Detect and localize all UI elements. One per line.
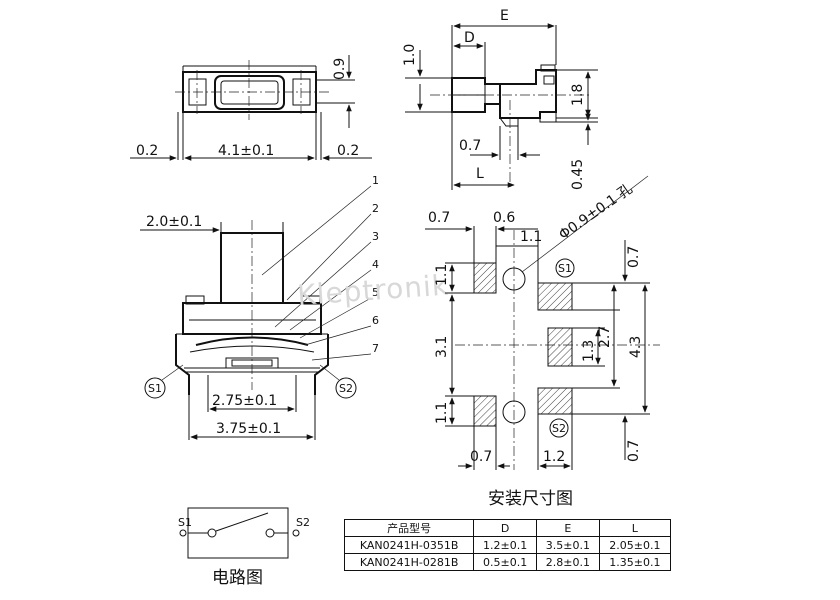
pad-left-bottom	[473, 395, 497, 427]
pad-right-bottom	[537, 387, 573, 415]
side-view-top-thickness: 1.0	[402, 44, 418, 66]
header-l: L	[598, 519, 672, 537]
table-cell: 1.2±0.1	[473, 536, 537, 554]
watermark: Kleptronik	[296, 268, 450, 312]
side-view-d: D	[464, 30, 475, 46]
table-cell: KAN0241H-0351B	[343, 536, 475, 554]
section-inner-width: 2.75±0.1	[212, 393, 277, 409]
part-label-7: 7	[372, 342, 379, 355]
table-cell: 3.5±0.1	[535, 536, 600, 554]
mount-bottom-pad: 0.7	[626, 440, 642, 462]
spec-table: 产品型号 D E L KAN0241H-0351B 1.2±0.1 3.5±0.…	[343, 519, 672, 571]
section-s1-label: S1	[148, 382, 162, 395]
mount-bottom-right: 1.2	[543, 449, 565, 465]
mount-total: 4.3	[628, 336, 644, 358]
mount-pitch: 2.7	[597, 326, 613, 348]
mount-top-pad: 0.7	[626, 246, 642, 268]
side-view-offset: 0.7	[459, 138, 481, 154]
circuit-diagram: S1 S2	[178, 507, 310, 559]
mount-s1-label: S1	[558, 262, 572, 275]
table-cell: KAN0241H-0281B	[343, 553, 475, 571]
spec-table-header: 产品型号 D E L	[343, 519, 672, 537]
table-cell: 0.5±0.1	[473, 553, 537, 571]
pad-right-top	[537, 282, 573, 311]
part-label-4: 4	[372, 258, 379, 271]
mount-left-gap: 0.6	[493, 210, 515, 226]
mount-s2-marker	[549, 418, 569, 438]
header-d: D	[473, 519, 537, 537]
side-view-e: E	[500, 8, 509, 24]
side-view-l: L	[476, 166, 484, 182]
mount-left-width: 0.7	[428, 210, 450, 226]
header-e: E	[535, 519, 600, 537]
part-label-2: 2	[372, 202, 379, 215]
section-outer-width: 3.75±0.1	[216, 421, 281, 437]
side-view-lead: 0.45	[570, 159, 586, 190]
mount-span: 1.1	[520, 229, 542, 245]
table-cell: 1.35±0.1	[598, 553, 672, 571]
part-label-5: 5	[372, 286, 379, 299]
part-label-6: 6	[372, 314, 379, 327]
header-model: 产品型号	[343, 519, 475, 537]
mount-s1-marker	[555, 258, 575, 278]
section-s2-label: S2	[339, 382, 353, 395]
mount-s2-label: S2	[552, 422, 566, 435]
top-view-actuator	[214, 75, 285, 110]
section-s1-marker	[144, 377, 166, 399]
mounting-title: 安装尺寸图	[488, 489, 573, 509]
mount-center-pad: 1.3	[581, 340, 597, 362]
table-cell: 2.8±0.1	[535, 553, 600, 571]
mounting-pattern: 0.7 0.6 1.1 Φ0.9±0.1 孔 S1 S2 0.7 1.1 3.1…	[425, 175, 660, 470]
pad-left-top	[473, 262, 497, 294]
circuit-s2: S2	[296, 516, 310, 529]
part-label-3: 3	[372, 230, 379, 243]
pad-center	[547, 327, 573, 367]
section-view: 1 2 3 4 5 6 7 2.0±0.1 2.75±0.1 3.75±0.1 …	[140, 174, 379, 440]
table-cell: 2.05±0.1	[598, 536, 672, 554]
side-view-height: 1.8	[570, 84, 586, 106]
part-label-1: 1	[372, 174, 379, 187]
side-view: E D 1.0 1.8 0.7 L 0.45	[402, 8, 598, 190]
mount-bottom-left: 0.7	[470, 449, 492, 465]
circuit-title: 电路图	[212, 568, 263, 588]
top-view-right-margin: 0.2	[337, 143, 359, 159]
table-row: KAN0241H-0281B 0.5±0.1 2.8±0.1 1.35±0.1	[343, 553, 672, 571]
circuit-s1: S1	[178, 516, 192, 529]
mount-left-bottom: 1.1	[434, 402, 450, 424]
mount-left-top: 1.1	[434, 264, 450, 286]
top-view-left-margin: 0.2	[136, 143, 158, 159]
table-row: KAN0241H-0351B 1.2±0.1 3.5±0.1 2.05±0.1	[343, 536, 672, 554]
section-s2-marker	[335, 377, 357, 399]
top-view-width: 4.1±0.1	[218, 143, 274, 159]
mount-left-mid: 3.1	[434, 336, 450, 358]
top-view-height: 0.9	[332, 58, 348, 80]
section-stem-width: 2.0±0.1	[146, 214, 202, 230]
mount-hole: Φ0.9±0.1 孔	[556, 181, 635, 243]
top-view: 0.2 4.1±0.1 0.2 0.9	[130, 55, 372, 161]
